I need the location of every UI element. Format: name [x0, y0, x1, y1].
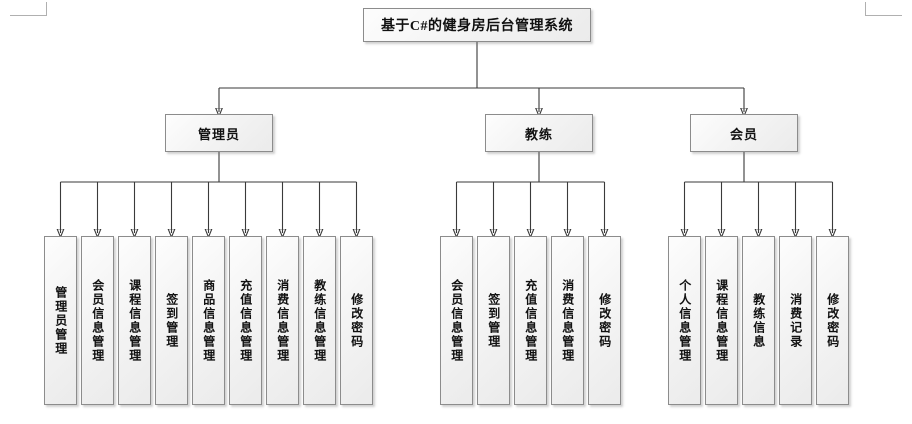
node-level2-label: 管理员 — [197, 126, 240, 142]
node-leaf[interactable]: 签到管理 — [155, 236, 188, 405]
node-leaf-label: 会员信息管理 — [90, 278, 105, 363]
node-leaf-label: 管理员管理 — [53, 285, 68, 356]
node-leaf[interactable]: 会员信息管理 — [81, 236, 114, 405]
node-leaf-label: 课程信息管理 — [127, 278, 142, 363]
node-leaf-label: 充值信息管理 — [523, 278, 538, 363]
node-leaf-label: 充值信息管理 — [238, 278, 253, 363]
node-leaf-label: 会员信息管理 — [449, 278, 464, 363]
crop-mark-top-right — [865, 2, 902, 16]
node-leaf-label: 修改密码 — [825, 292, 840, 349]
node-leaf[interactable]: 充值信息管理 — [514, 236, 547, 405]
node-leaf-label: 商品信息管理 — [201, 278, 216, 363]
node-leaf[interactable]: 个人信息管理 — [668, 236, 701, 405]
node-leaf[interactable]: 课程信息管理 — [705, 236, 738, 405]
node-leaf[interactable]: 课程信息管理 — [118, 236, 151, 405]
node-leaf[interactable]: 会员信息管理 — [440, 236, 473, 405]
node-root[interactable]: 基于C#的健身房后台管理系统 — [363, 8, 591, 42]
node-leaf[interactable]: 教练信息管理 — [303, 236, 336, 405]
node-leaf[interactable]: 充值信息管理 — [229, 236, 262, 405]
node-root-label: 基于C#的健身房后台管理系统 — [380, 19, 574, 34]
node-leaf-label: 修改密码 — [597, 292, 612, 349]
node-leaf[interactable]: 消费记录 — [779, 236, 812, 405]
node-level2-2[interactable]: 教练 — [485, 114, 593, 152]
node-leaf-label: 课程信息管理 — [714, 278, 729, 363]
node-leaf[interactable]: 签到管理 — [477, 236, 510, 405]
node-leaf-label: 修改密码 — [349, 292, 364, 349]
node-leaf-label: 消费信息管理 — [275, 278, 290, 363]
node-leaf[interactable]: 消费信息管理 — [266, 236, 299, 405]
node-leaf-label: 消费信息管理 — [560, 278, 575, 363]
node-leaf[interactable]: 修改密码 — [816, 236, 849, 405]
node-leaf[interactable]: 商品信息管理 — [192, 236, 225, 405]
node-level2-label: 教练 — [524, 126, 553, 142]
node-leaf-label: 教练信息管理 — [312, 278, 327, 363]
node-leaf-label: 签到管理 — [164, 292, 179, 349]
node-leaf-label: 个人信息管理 — [677, 278, 692, 363]
node-level2-3[interactable]: 会员 — [690, 114, 798, 152]
node-level2-label: 会员 — [729, 126, 758, 142]
node-level2-1[interactable]: 管理员 — [165, 114, 273, 152]
crop-mark-top-left — [10, 2, 47, 16]
node-leaf[interactable]: 修改密码 — [340, 236, 373, 405]
node-leaf[interactable]: 修改密码 — [588, 236, 621, 405]
node-leaf[interactable]: 消费信息管理 — [551, 236, 584, 405]
node-leaf[interactable]: 管理员管理 — [44, 236, 77, 405]
node-leaf[interactable]: 教练信息 — [742, 236, 775, 405]
node-leaf-label: 消费记录 — [788, 292, 803, 349]
node-leaf-label: 签到管理 — [486, 292, 501, 349]
node-leaf-label: 教练信息 — [751, 292, 766, 349]
